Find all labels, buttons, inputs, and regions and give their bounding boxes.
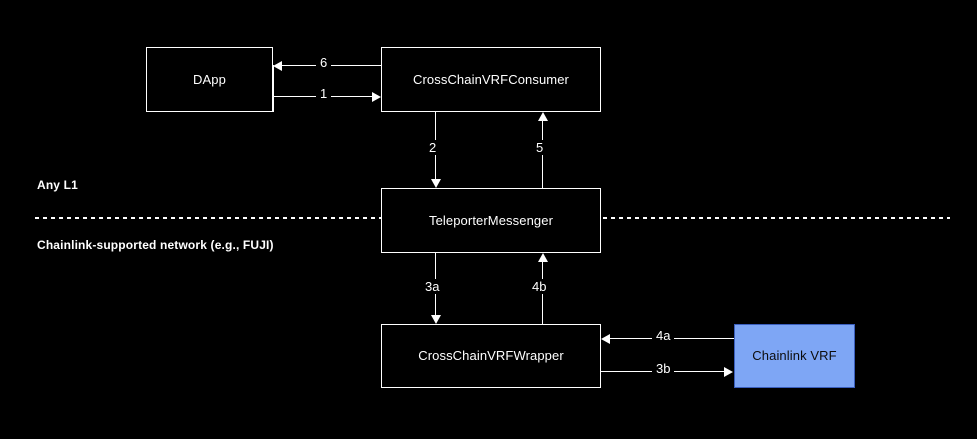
node-crosschain-vrf-consumer-label: CrossChainVRFConsumer bbox=[413, 71, 569, 87]
node-dapp[interactable]: DApp bbox=[146, 47, 273, 112]
node-chainlink-vrf-label: Chainlink VRF bbox=[752, 348, 837, 364]
edge-3a-arrowhead bbox=[431, 315, 441, 324]
node-teleporter-messenger[interactable]: TeleporterMessenger bbox=[381, 188, 601, 253]
edge-label-3b: 3b bbox=[652, 361, 675, 376]
edge-label-4a: 4a bbox=[652, 328, 675, 343]
edge-4b-arrowhead bbox=[538, 253, 548, 262]
node-crosschain-vrf-wrapper-label: CrossChainVRFWrapper bbox=[418, 348, 564, 364]
node-teleporter-messenger-label: TeleporterMessenger bbox=[428, 212, 554, 228]
edge-1-arrowhead bbox=[372, 92, 381, 102]
edge-label-1: 1 bbox=[316, 86, 332, 101]
node-dapp-label: DApp bbox=[193, 71, 226, 87]
edge-4a-arrowhead bbox=[601, 334, 610, 344]
edge-2-arrowhead bbox=[431, 179, 441, 188]
region-label-any-l1: Any L1 bbox=[37, 178, 78, 192]
node-crosschain-vrf-consumer[interactable]: CrossChainVRFConsumer bbox=[381, 47, 601, 112]
edge-6-line bbox=[282, 65, 382, 66]
edge-5-arrowhead bbox=[538, 112, 548, 121]
edge-6-stub-dapp bbox=[273, 65, 274, 112]
edge-label-6: 6 bbox=[316, 55, 332, 70]
edge-label-5: 5 bbox=[532, 140, 548, 155]
region-label-chainlink-network: Chainlink-supported network (e.g., FUJI) bbox=[37, 238, 274, 252]
node-crosschain-vrf-wrapper[interactable]: CrossChainVRFWrapper bbox=[381, 324, 601, 388]
node-chainlink-vrf[interactable]: Chainlink VRF bbox=[734, 324, 855, 388]
edge-3b-arrowhead bbox=[724, 367, 733, 377]
edge-6-arrowhead bbox=[273, 61, 282, 71]
edge-label-3a: 3a bbox=[421, 279, 444, 294]
edge-label-2: 2 bbox=[425, 140, 441, 155]
edge-label-4b: 4b bbox=[528, 279, 551, 294]
